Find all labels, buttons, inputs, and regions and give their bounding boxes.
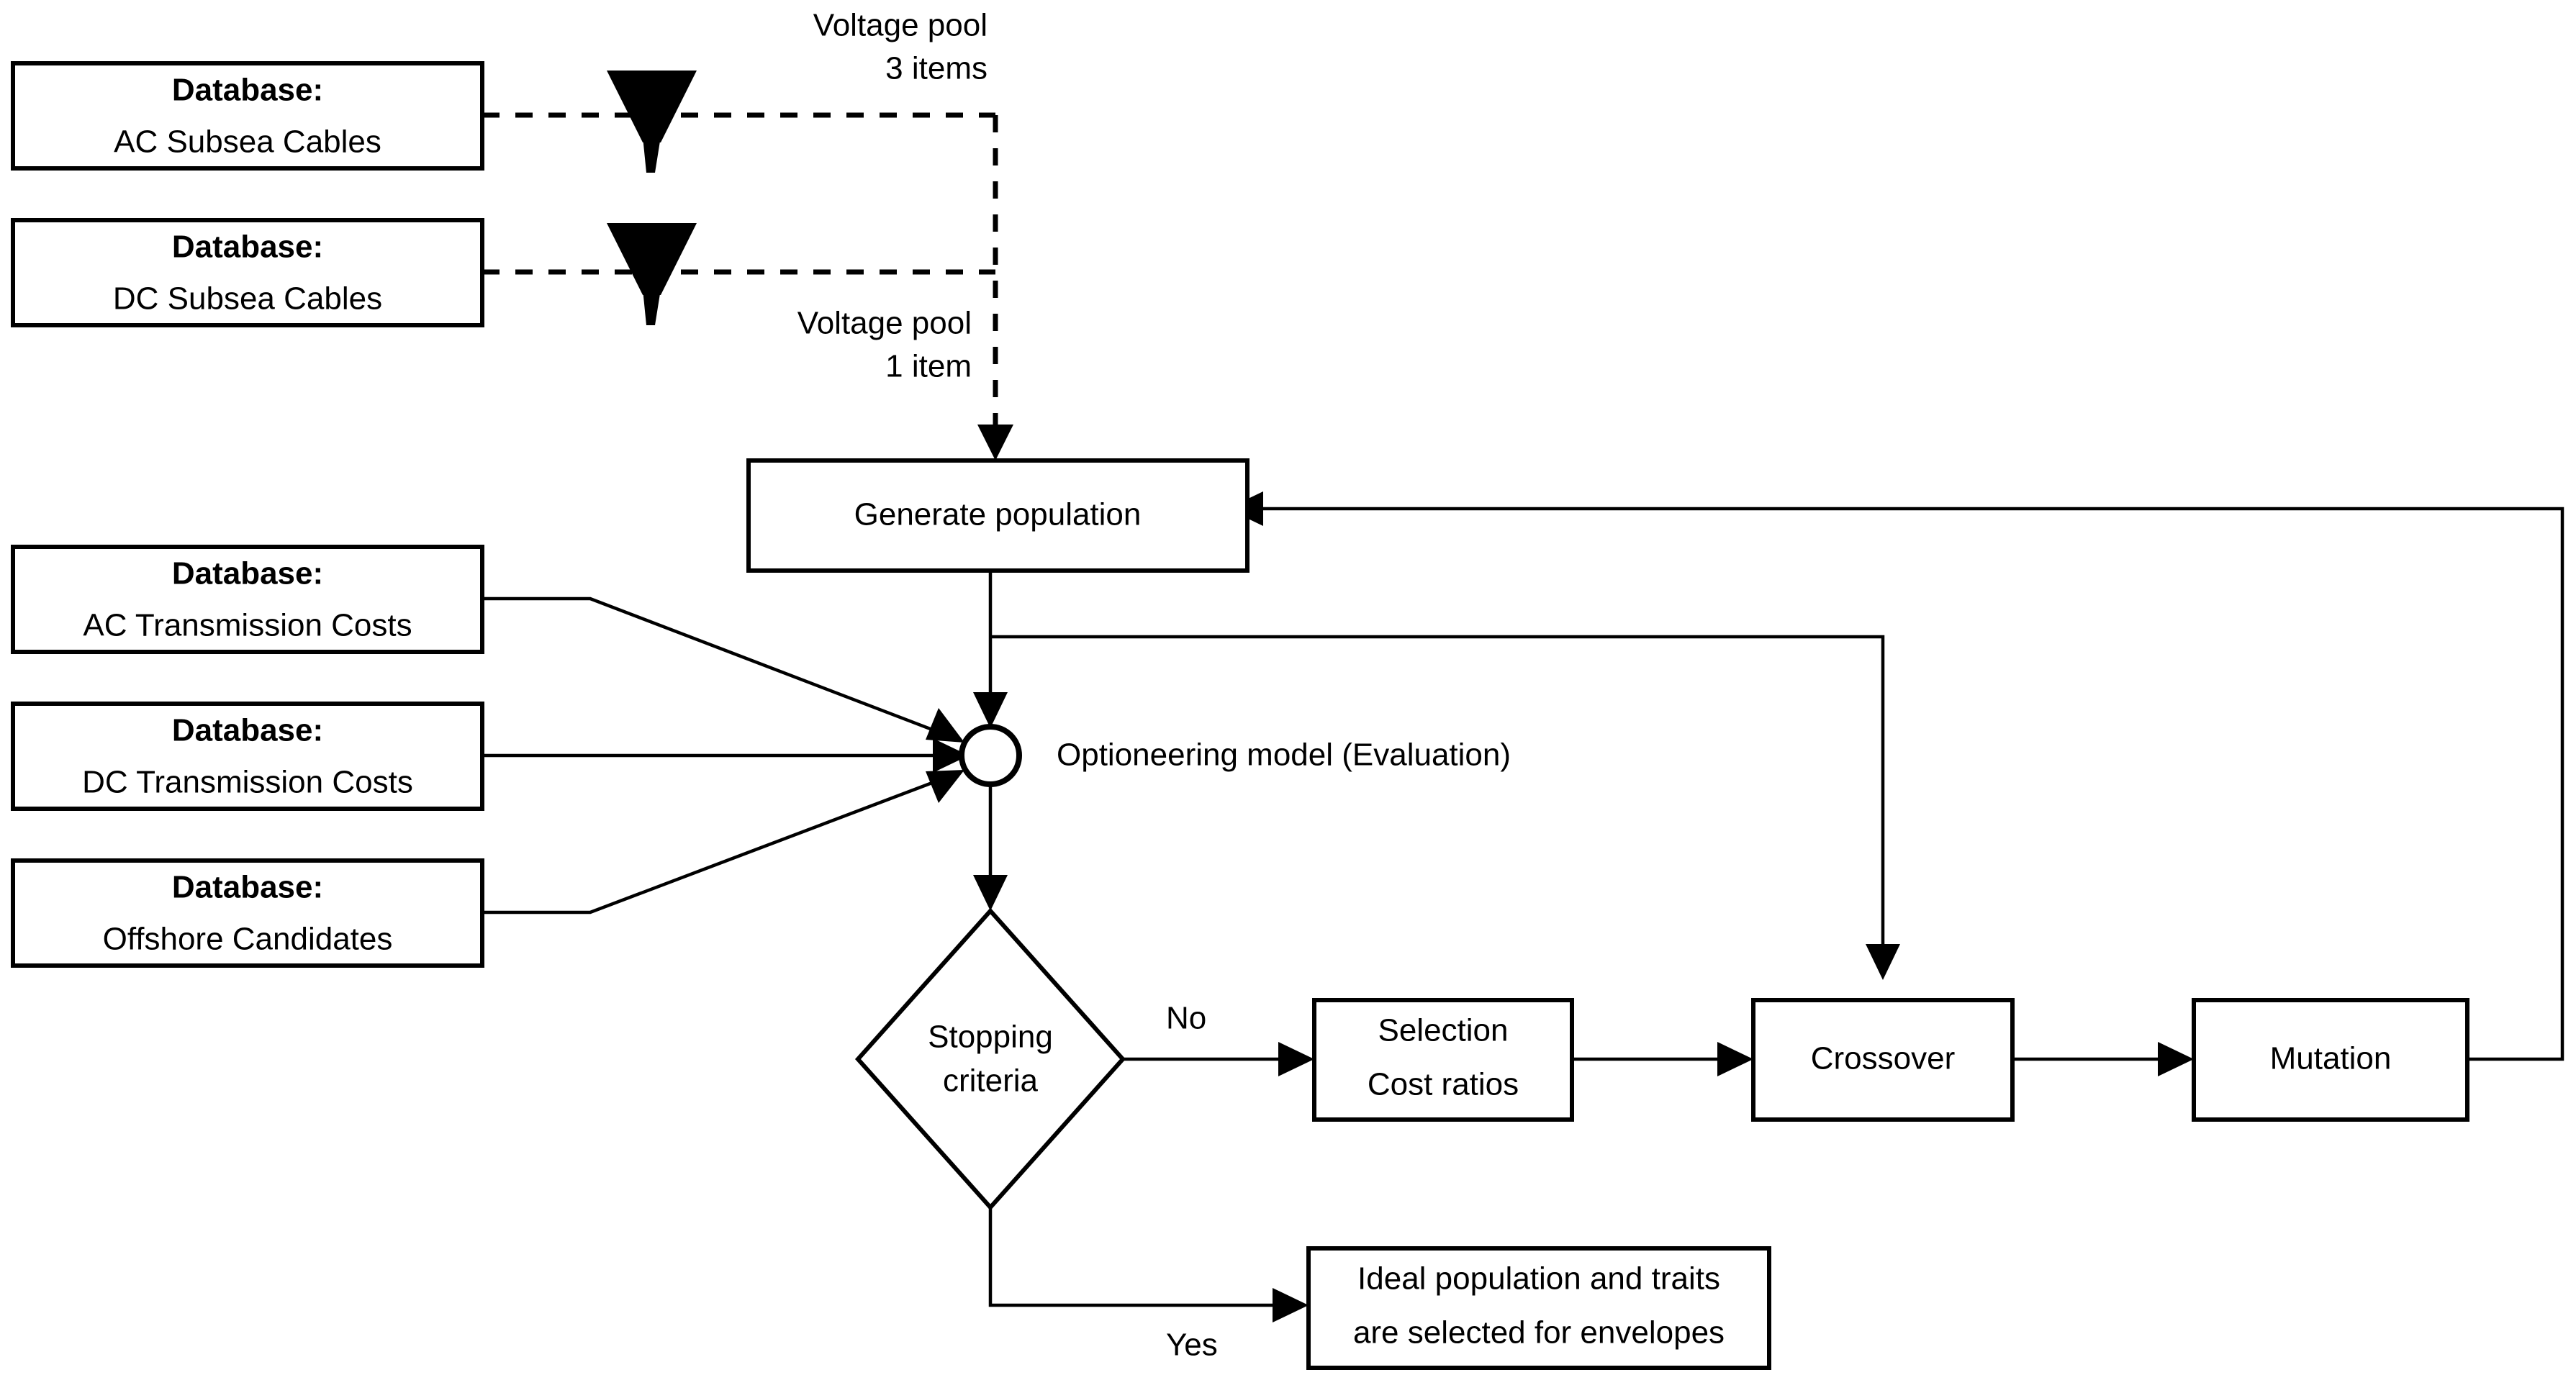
edge-dc-transmission-to-optioneering	[482, 738, 969, 773]
label-branch-yes: Yes	[1166, 1328, 1218, 1363]
voltage-pool-3-line2: 3 items	[885, 51, 988, 86]
ideal-population-line1: Ideal population and traits	[1357, 1261, 1720, 1297]
db-dc-subsea-subtitle: DC Subsea Cables	[113, 281, 382, 317]
label-branch-no: No	[1166, 1001, 1206, 1036]
db-ac-transmission-title: Database:	[172, 556, 323, 591]
db-box-dc-transmission-costs[interactable]: Database: DC Transmission Costs	[11, 702, 484, 811]
node-stopping-criteria[interactable]: Stopping criteria	[854, 907, 1126, 1211]
db-ac-subsea-subtitle: AC Subsea Cables	[114, 124, 381, 160]
edge-ac-transmission-to-optioneering	[482, 596, 964, 743]
selection-line1: Selection	[1378, 1013, 1508, 1048]
edge-optioneering-to-stopping	[973, 784, 1008, 911]
edge-selection-to-crossover	[1572, 1042, 1753, 1076]
no-label: No	[1166, 1001, 1206, 1036]
mutation-label: Mutation	[2270, 1041, 2392, 1076]
generate-population-label: Generate population	[854, 497, 1142, 532]
voltage-pool-1-line2: 1 item	[885, 349, 972, 384]
voltage-pool-3-line1: Voltage pool	[813, 8, 988, 43]
stopping-criteria-line1: Stopping	[928, 1020, 1053, 1055]
node-selection[interactable]: Selection Cost ratios	[1312, 998, 1574, 1122]
db-dc-transmission-title: Database:	[172, 713, 323, 748]
optioneering-model-label: Optioneering model (Evaluation)	[1057, 738, 1511, 773]
node-crossover[interactable]: Crossover	[1751, 998, 2015, 1122]
db-offshore-subtitle: Offshore Candidates	[103, 922, 393, 957]
edge-offshore-candidates-to-optioneering	[482, 770, 964, 915]
node-ideal-population[interactable]: Ideal population and traits are selected…	[1306, 1246, 1771, 1370]
db-ac-subsea-title: Database:	[172, 73, 323, 108]
edge-stopping-yes-to-ideal-population	[988, 1207, 1309, 1322]
edge-voltage-pool-trunk	[977, 115, 1013, 460]
node-optioneering-model[interactable]: Optioneering model (Evaluation)	[959, 724, 1511, 787]
edge-mutation-to-generate-population	[1227, 491, 2564, 1061]
yes-label: Yes	[1166, 1328, 1218, 1363]
db-dc-subsea-title: Database:	[172, 230, 323, 265]
crossover-label: Crossover	[1811, 1041, 1956, 1076]
db-box-offshore-candidates[interactable]: Database: Offshore Candidates	[11, 858, 484, 968]
label-voltage-pool-1-item: Voltage pool 1 item	[797, 306, 972, 384]
funnel-icon-dc-subsea	[607, 223, 697, 325]
db-box-dc-subsea-cables[interactable]: Database: DC Subsea Cables	[11, 218, 484, 327]
db-dc-transmission-subtitle: DC Transmission Costs	[82, 765, 413, 800]
label-voltage-pool-3-items: Voltage pool 3 items	[813, 8, 988, 86]
ideal-population-line2: are selected for envelopes	[1353, 1315, 1725, 1351]
selection-line2: Cost ratios	[1368, 1067, 1519, 1102]
db-box-ac-subsea-cables[interactable]: Database: AC Subsea Cables	[11, 61, 484, 171]
node-mutation[interactable]: Mutation	[2192, 998, 2469, 1122]
voltage-pool-1-line1: Voltage pool	[797, 306, 972, 341]
edge-generate-to-optioneering	[973, 571, 1008, 728]
stopping-criteria-line2: criteria	[943, 1063, 1039, 1099]
funnel-icon-ac-subsea	[607, 71, 697, 173]
db-offshore-title: Database:	[172, 870, 323, 905]
db-box-ac-transmission-costs[interactable]: Database: AC Transmission Costs	[11, 545, 484, 654]
node-generate-population[interactable]: Generate population	[746, 458, 1249, 573]
db-ac-transmission-subtitle: AC Transmission Costs	[83, 608, 412, 643]
edge-population-branch-to-crossover	[990, 635, 1900, 980]
edge-crossover-to-mutation	[2012, 1042, 2194, 1076]
edge-stopping-no-to-selection	[1123, 1042, 1314, 1076]
